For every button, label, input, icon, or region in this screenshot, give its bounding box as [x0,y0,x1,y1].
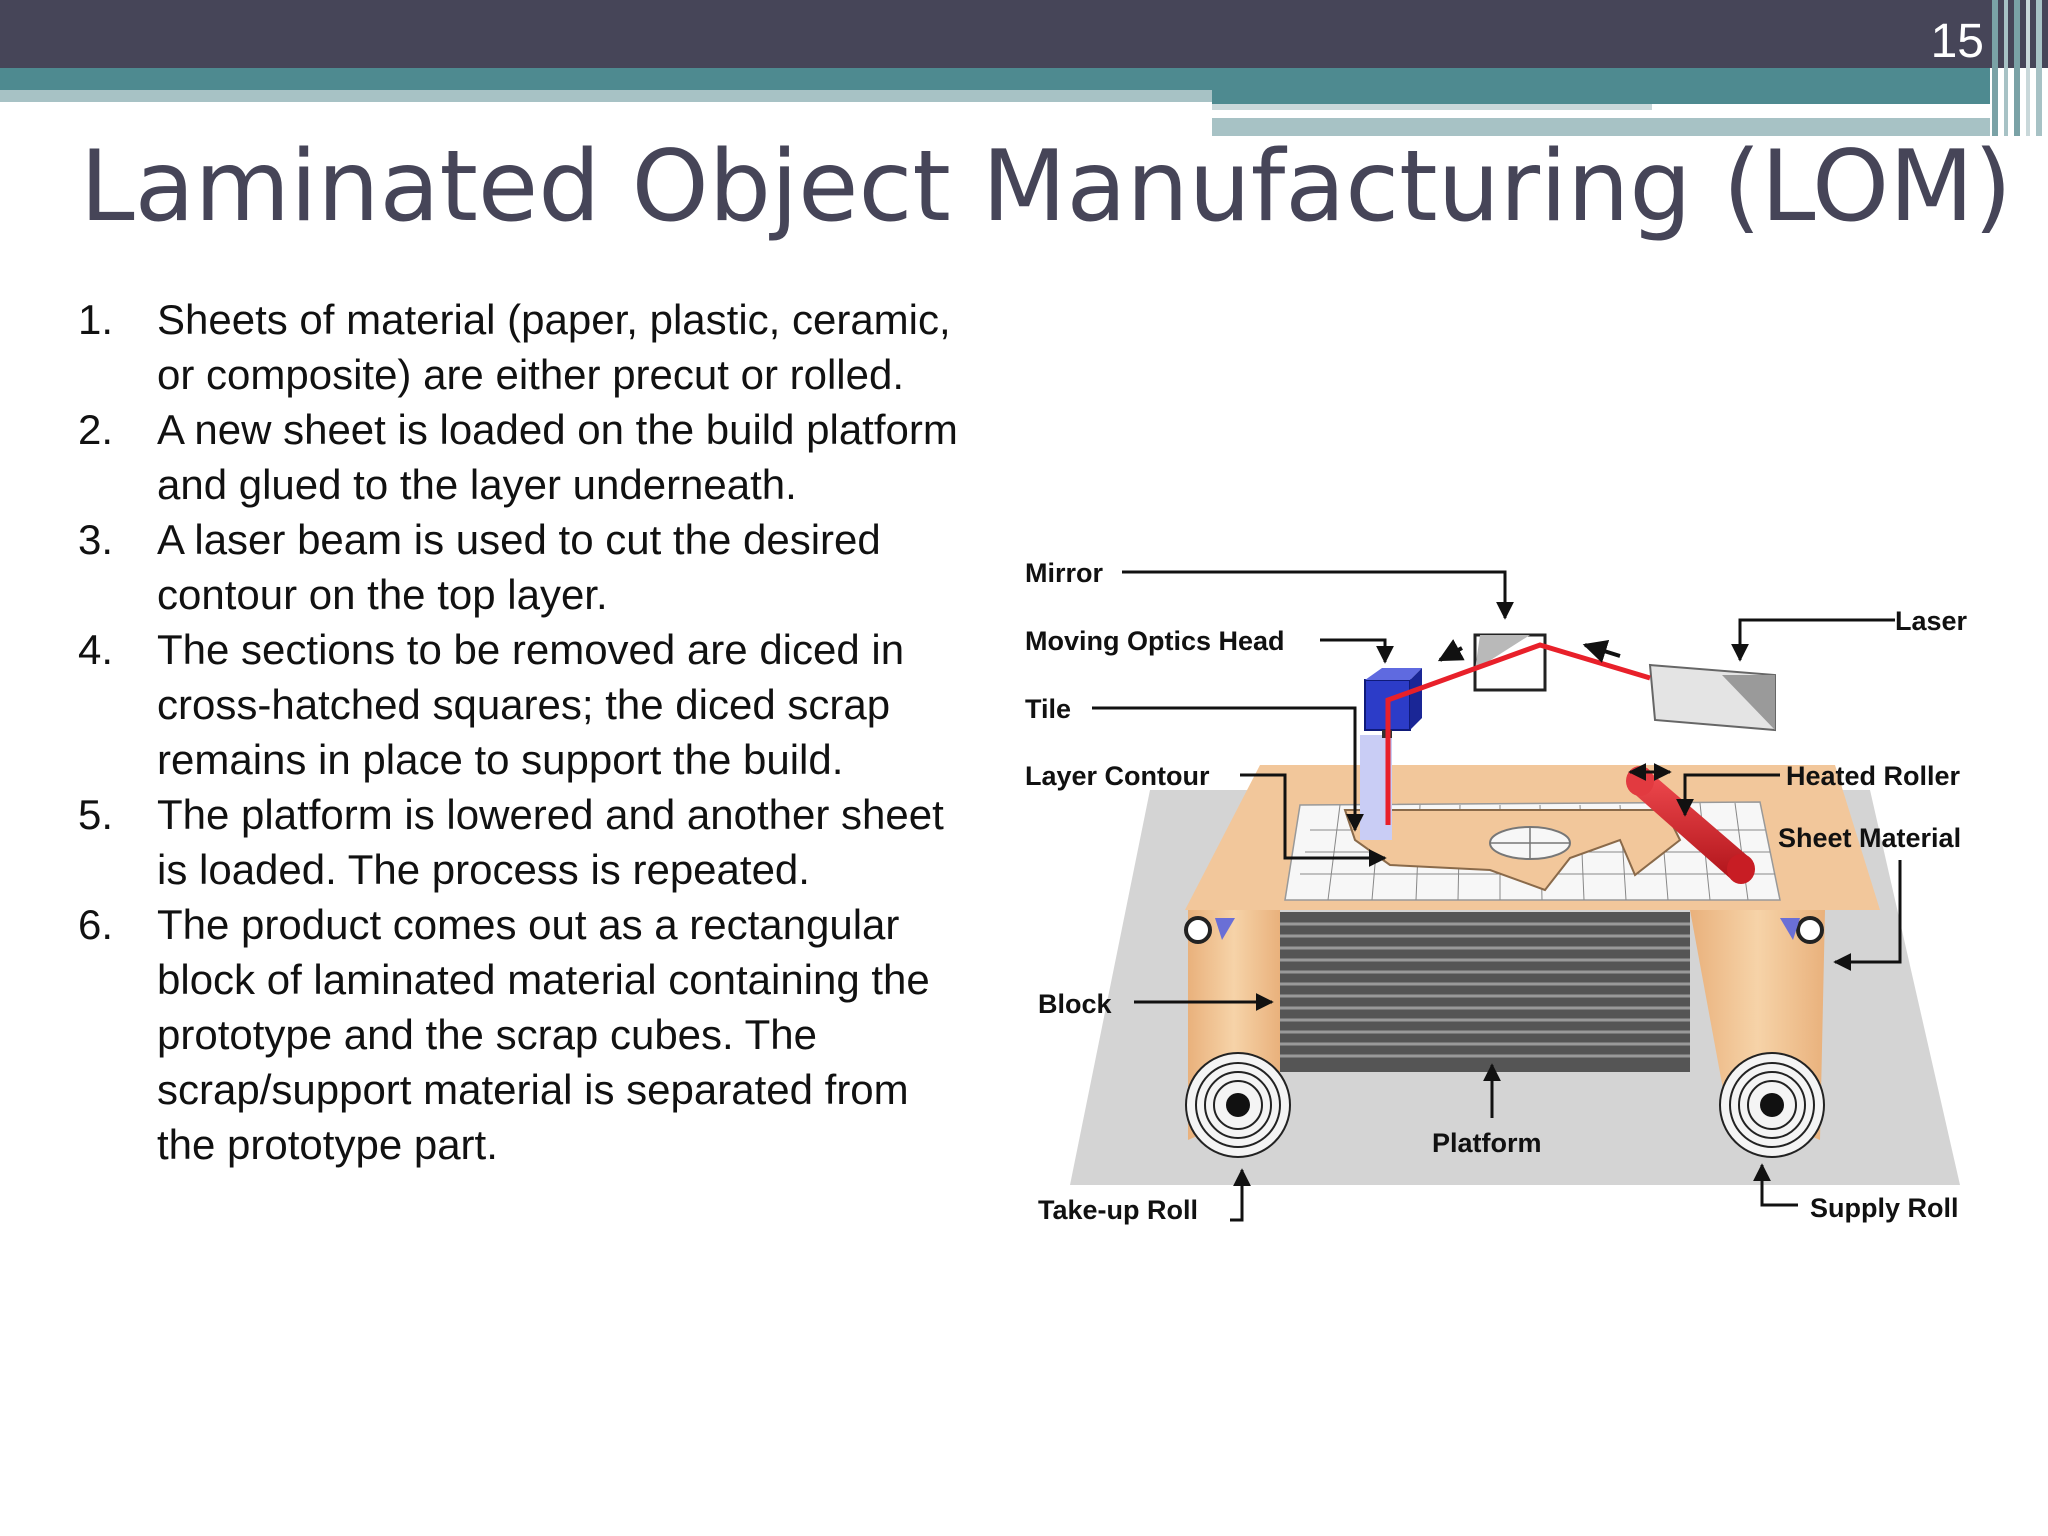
header-accent-stripe [0,68,1990,90]
idler-roller-right [1796,916,1824,944]
idler-roller-left [1184,916,1212,944]
block-stack [1280,912,1690,1072]
header-accent-stripe-right [1212,90,1990,104]
header-accent-stripe-light [0,90,1212,102]
list-item-text: A new sheet is loaded on the build platf… [157,406,958,508]
label-supply-roll: Supply Roll [1810,1193,1959,1223]
list-item-text: The platform is lowered and another shee… [157,791,944,893]
header-accent-stripe-lower [1212,118,1990,136]
list-item-text: The product comes out as a rectangular b… [157,901,930,1168]
label-platform: Platform [1432,1128,1542,1158]
list-item-text: Sheets of material (paper, plastic, cera… [157,296,951,398]
top-sheet [1284,801,1781,901]
header-bar [0,0,2048,68]
header-vertical-stripe [2014,0,2020,136]
label-layer-contour: Layer Contour [1025,761,1210,791]
slide-number: 15 [1930,15,1984,68]
label-tile: Tile [1025,694,1071,724]
take-up-roll [1185,1052,1291,1158]
list-item: 1. Sheets of material (paper, plastic, ce… [78,292,958,402]
supply-roll [1719,1052,1825,1158]
header-vertical-stripe [2004,0,2008,136]
list-item: 3. A laser beam is used to cut the desire… [78,512,958,622]
list-number: 3. [78,516,114,563]
laser-source [1648,663,1776,732]
list-item-text: The sections to be removed are diced in … [157,626,905,783]
list-number: 1. [78,296,114,343]
header-vertical-stripe [2026,0,2030,136]
label-take-up-roll: Take-up Roll [1038,1195,1198,1225]
list-number: 5. [78,791,114,838]
label-block: Block [1038,989,1113,1019]
list-number: 2. [78,406,114,453]
list-item-text: A laser beam is used to cut the desired … [157,516,881,618]
steps-list: 1. Sheets of material (paper, plastic, ce… [78,292,958,1172]
slide-title: Laminated Object Manufacturing (LOM) [80,130,2012,244]
list-item: 2. A new sheet is loaded on the build pla… [78,402,958,512]
list-item: 5. The platform is lowered and another sh… [78,787,958,897]
list-number: 4. [78,626,114,673]
header-vertical-stripe [2036,0,2042,136]
label-mirror: Mirror [1025,558,1104,588]
lom-diagram: Mirror Moving Optics Head Tile Layer Con… [1025,558,1968,1225]
header-vertical-stripe [1992,0,1998,136]
label-heated-roller: Heated Roller [1786,761,1961,791]
label-moving-optics-head: Moving Optics Head [1025,626,1285,656]
label-sheet-material: Sheet Material [1778,823,1961,853]
list-item: 4. The sections to be removed are diced i… [78,622,958,787]
list-number: 6. [78,901,114,948]
label-laser: Laser [1895,606,1968,636]
list-item: 6. The product comes out as a rectangular… [78,897,958,1172]
header-accent-line [1212,104,1652,110]
